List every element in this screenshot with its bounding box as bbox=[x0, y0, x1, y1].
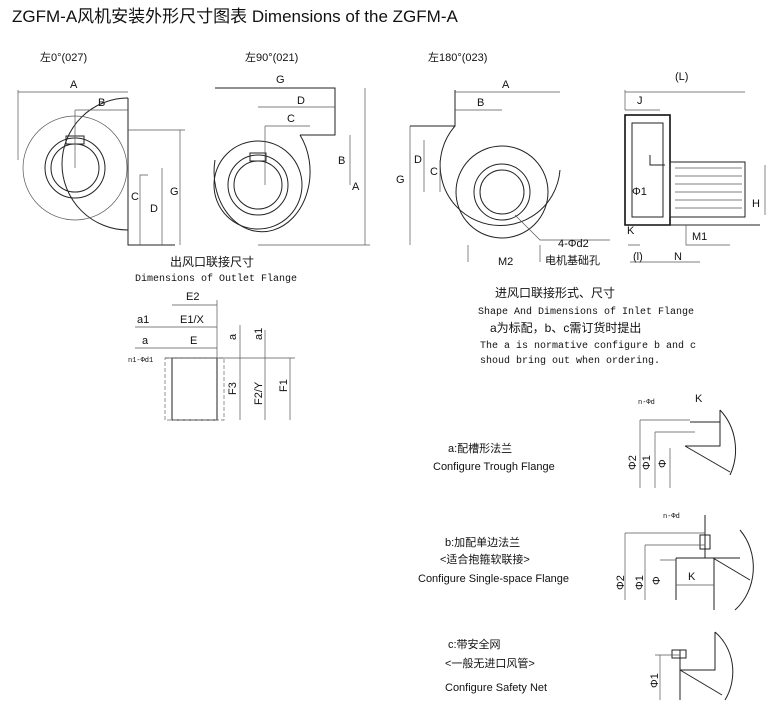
dim-l: (L) bbox=[675, 71, 688, 83]
inlet-note-cn: a为标配，b、c需订货时提出 bbox=[490, 320, 641, 335]
config-c-label-en: Configure Safety Net bbox=[445, 682, 547, 694]
page-title: ZGFM-A风机安装外形尺寸图表 Dimensions of the ZGFM-… bbox=[12, 7, 458, 26]
dim-n1-d1: n1-Φd1 bbox=[128, 357, 153, 365]
outlet-flange: 出风口联接尺寸 Dimensions of Outlet Flange E2 a… bbox=[128, 254, 297, 421]
view-left-180: 左180°(023) A B D C G M2 4-Φd2 电机基础孔 bbox=[396, 51, 610, 268]
inlet-title-en: Shape And Dimensions of Inlet Flange bbox=[478, 306, 694, 318]
dim-k: K bbox=[627, 225, 635, 237]
dim-n-d: n-Φd bbox=[638, 399, 655, 407]
dim-phi: Φ bbox=[651, 576, 663, 585]
dim-f2-y: F2/Y bbox=[253, 381, 265, 405]
config-c-label-cn: c:带安全网 bbox=[448, 637, 501, 651]
dim-m1: M1 bbox=[692, 231, 707, 243]
dim-a1-v: a1 bbox=[253, 328, 265, 340]
config-a: a:配槽形法兰 Configure Trough Flange K n-Φd Φ… bbox=[433, 393, 736, 488]
outlet-title-cn: 出风口联接尺寸 bbox=[170, 254, 254, 269]
inlet-note-en-1: The a is normative configure b and c bbox=[480, 340, 696, 352]
dim-phi1: Φ1 bbox=[632, 186, 647, 198]
dim-k: K bbox=[688, 571, 696, 583]
config-b-label-en: Configure Single-space Flange bbox=[418, 573, 569, 585]
config-b-label-cn: b:加配单边法兰 bbox=[445, 535, 520, 549]
dim-h: H bbox=[752, 198, 760, 210]
view-left-0: 左0°(027) A B C D G bbox=[17, 51, 185, 246]
dim-a: a bbox=[142, 335, 149, 347]
dim-phi1: Φ1 bbox=[641, 455, 653, 470]
dim-e: E bbox=[190, 335, 197, 347]
dim-g: G bbox=[276, 74, 285, 86]
dim-g: G bbox=[396, 174, 405, 186]
config-a-label-en: Configure Trough Flange bbox=[433, 461, 555, 473]
dim-n-d: n-Φd bbox=[663, 513, 680, 521]
config-b-sub-cn: <适合抱箍软联接> bbox=[440, 552, 530, 566]
dim-b: B bbox=[477, 97, 484, 109]
dim-c: C bbox=[430, 166, 438, 178]
dim-c: C bbox=[131, 191, 139, 203]
dim-m2: M2 bbox=[498, 256, 513, 268]
view-label: 左0°(027) bbox=[40, 51, 87, 64]
dim-d: D bbox=[414, 154, 422, 166]
config-c-sub-cn: <一般无进口风管> bbox=[445, 656, 535, 670]
dim-phi: Φ bbox=[657, 459, 669, 468]
dim-n: N bbox=[674, 251, 682, 263]
dim-phi2: Φ2 bbox=[615, 575, 627, 590]
dim-a-v: a bbox=[227, 333, 239, 340]
dim-j: J bbox=[637, 95, 643, 107]
dim-a: A bbox=[70, 79, 78, 91]
dim-l-small: (l) bbox=[633, 251, 643, 263]
dim-f3: F3 bbox=[227, 382, 239, 395]
dim-e2: E2 bbox=[186, 291, 199, 303]
hole-spec: 4-Φd2 bbox=[558, 238, 589, 250]
dim-b: B bbox=[98, 97, 105, 109]
dim-k: K bbox=[695, 393, 703, 405]
view-label: 左180°(023) bbox=[428, 51, 487, 64]
hole-label: 电机基础孔 bbox=[545, 253, 600, 267]
dim-a1: a1 bbox=[137, 314, 149, 326]
dim-d: D bbox=[297, 95, 305, 107]
view-left-90: 左90°(021) G D C B A bbox=[213, 51, 370, 246]
dim-a: A bbox=[502, 79, 510, 91]
inlet-notes: 进风口联接形式、尺寸 Shape And Dimensions of Inlet… bbox=[478, 285, 696, 367]
inlet-title-cn: 进风口联接形式、尺寸 bbox=[495, 285, 615, 300]
config-a-label-cn: a:配槽形法兰 bbox=[448, 441, 512, 455]
dim-phi2: Φ2 bbox=[627, 455, 639, 470]
config-b: b:加配单边法兰 <适合抱箍软联接> Configure Single-spac… bbox=[418, 513, 754, 611]
dim-phi1: Φ1 bbox=[649, 673, 661, 688]
dim-c: C bbox=[287, 113, 295, 125]
dim-e1-x: E1/X bbox=[180, 314, 205, 326]
config-c: c:带安全网 <一般无进口风管> Configure Safety Net Φ1 bbox=[445, 631, 734, 701]
dim-d: D bbox=[150, 203, 158, 215]
inlet-note-en-2: shoud bring out when ordering. bbox=[480, 355, 660, 367]
dim-f1: F1 bbox=[278, 379, 290, 392]
dim-phi1: Φ1 bbox=[634, 575, 646, 590]
dim-a: A bbox=[352, 181, 360, 193]
view-side: (L) J Φ1 H K M1 (l) N bbox=[624, 71, 766, 263]
dim-b: B bbox=[338, 155, 345, 167]
view-label: 左90°(021) bbox=[245, 51, 298, 64]
outlet-title-en: Dimensions of Outlet Flange bbox=[135, 273, 297, 285]
dim-g: G bbox=[170, 186, 179, 198]
